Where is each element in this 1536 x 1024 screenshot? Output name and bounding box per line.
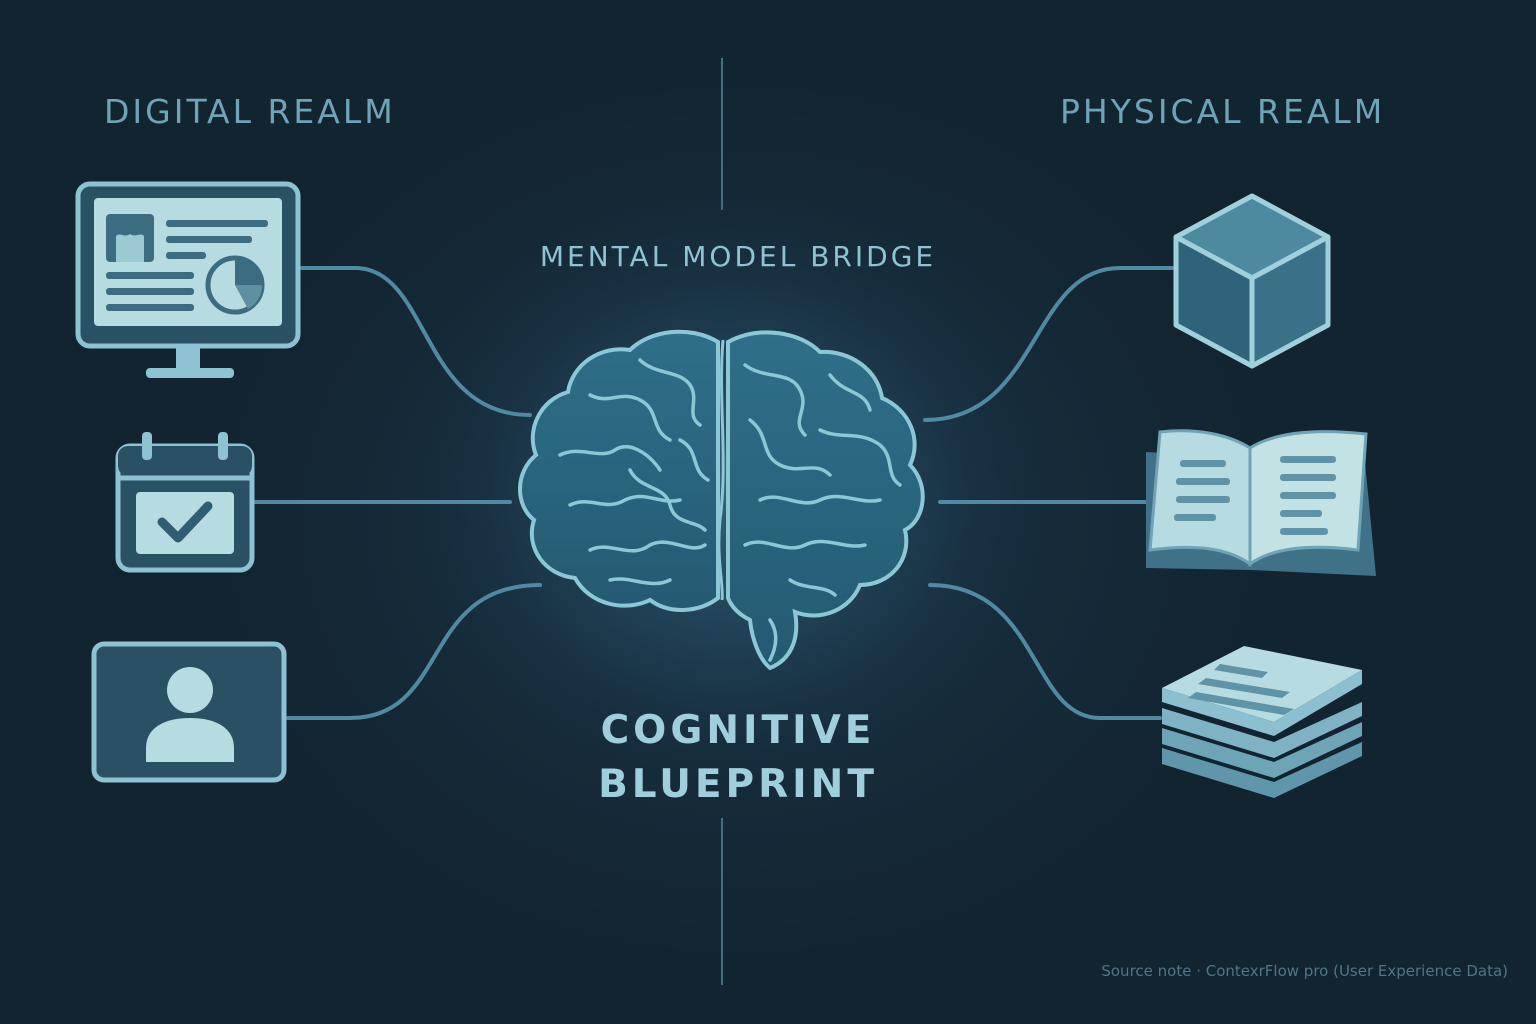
brain-fissure (717, 339, 725, 601)
right-connectors (923, 266, 1174, 720)
bridge-title: MENTAL MODEL BRIDGE (539, 240, 937, 273)
brain-folds-right (743, 363, 902, 662)
source-note: Source note · ContexrFlow pro (User Expe… (1101, 962, 1508, 980)
calendar-check-icon[interactable] (115, 432, 255, 573)
center-title-line1: COGNITIVE (600, 708, 876, 753)
user-profile-card-icon[interactable] (91, 641, 287, 783)
connector-papers (928, 583, 1162, 720)
monitor-dashboard-icon[interactable] (75, 181, 301, 378)
physical-realm-title: PHYSICAL REALM (1060, 92, 1386, 131)
digital-realm-title: DIGITAL REALM (104, 92, 396, 131)
open-book-icon[interactable] (1146, 429, 1376, 576)
brain-right-hemisphere (726, 330, 925, 671)
cube-icon[interactable] (1173, 193, 1331, 369)
center-title: COGNITIVE BLUEPRINT (0, 704, 1476, 812)
connector-profile (286, 583, 542, 720)
brain-icon (518, 329, 925, 671)
paper-stack-icon[interactable] (1162, 646, 1362, 798)
brain-glow (395, 190, 1055, 790)
center-title-line2: BLUEPRINT (598, 762, 878, 807)
left-connectors (253, 266, 542, 720)
brain-left-hemisphere (518, 329, 720, 612)
connector-cube (923, 266, 1174, 422)
connector-monitor (300, 266, 532, 417)
brain-folds-left (558, 358, 710, 586)
